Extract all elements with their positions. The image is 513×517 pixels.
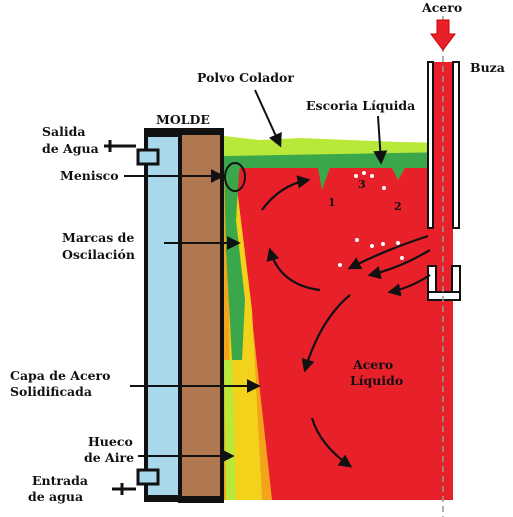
label-acero-top: Acero [421,0,462,15]
strand [224,136,453,500]
label-acero-liquido-2: Líquido [350,373,403,388]
marker-3: 3 [358,178,366,191]
air-gap [224,360,236,500]
water-channel [146,135,178,497]
label-acero-liquido-1: Acero [352,357,393,372]
slag-droplet [354,174,358,178]
label-hueco-1: Hueco [88,434,133,449]
meniscus-marker [224,162,246,192]
label-buza: Buza [470,60,505,75]
slag-droplet [362,171,366,175]
marker-1: 1 [328,196,336,209]
liquid-slag-layer [224,150,453,190]
flow-arrow [266,247,321,292]
water-outlet-stub [136,148,160,166]
slag-droplet [338,263,342,267]
label-menisco: Menisco [60,168,119,183]
marker-2: 2 [394,200,402,213]
water-inlet-stub [136,468,160,486]
submerged-entry-nozzle [427,16,461,517]
steel-inflow-arrow [430,19,456,51]
label-molde: MOLDE [156,112,210,127]
escoria-pointer [373,115,388,165]
flow-arrow [367,249,431,280]
flow-arrow [347,234,429,270]
polvo-pointer [254,89,282,148]
label-marcas-2: Oscilación [62,247,135,262]
copper-mold-plate [178,129,224,503]
label-salida-1: Salida [42,124,85,139]
nozzle-left-wall [427,61,434,229]
label-escoria-liquida: Escoria Líquida [306,98,415,113]
slag-droplet [382,186,386,190]
label-hueco-2: de Aire [84,450,134,465]
label-entrada-1: Entrada [32,473,88,488]
label-entrada-2: de agua [28,489,83,504]
label-capa-1: Capa de Acero [10,368,110,383]
flow-arrows [261,175,431,468]
mold-bottom-bar [144,496,224,502]
pointer-lines [104,89,388,495]
flow-arrow [310,417,353,468]
flow-arrow [387,274,431,297]
mold-top-bar [144,128,224,135]
oscillation-band [224,160,245,360]
flow-arrow [261,175,311,211]
mold-assembly [136,128,224,503]
flow-arrow [301,294,351,373]
nozzle-port-bottom [427,291,461,301]
label-salida-2: de Agua [42,141,99,156]
slag-droplet [396,241,400,245]
label-capa-2: Solidificada [10,384,92,399]
label-polvo-colador: Polvo Colador [197,70,294,85]
label-marcas-1: Marcas de [62,230,134,245]
labels: Acero Buza Polvo Colador Escoria Líquida… [10,0,505,504]
slag-droplet [370,174,374,178]
slag-droplet [355,238,359,242]
slag-droplet [400,256,404,260]
nozzle-right-wall [452,61,460,229]
slag-droplet [381,242,385,246]
slag-droplet [370,244,374,248]
